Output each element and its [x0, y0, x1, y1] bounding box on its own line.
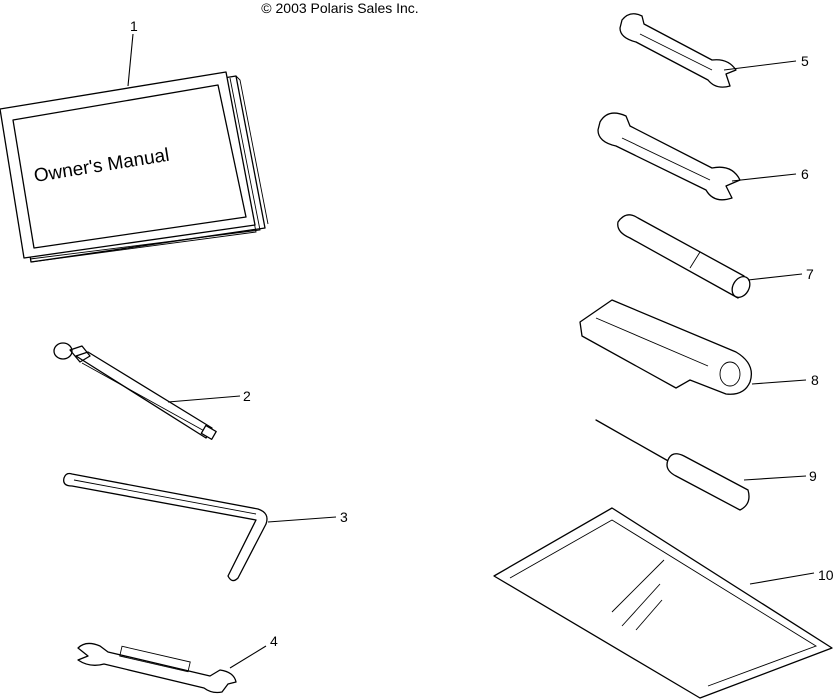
callout-3: 3 — [340, 509, 348, 525]
callout-7: 7 — [806, 266, 814, 282]
callout-10: 10 — [818, 567, 834, 583]
callout-4: 4 — [270, 633, 278, 649]
callout-9: 9 — [809, 468, 817, 484]
socket-tube-illustration — [617, 214, 751, 299]
callout-2: 2 — [243, 388, 251, 404]
tool-bag-illustration — [493, 507, 833, 699]
wrench-5-illustration — [619, 13, 737, 88]
bracket-tool-illustration — [579, 299, 753, 395]
leader-lines — [127, 33, 815, 669]
wrench-6-illustration — [597, 112, 741, 201]
callout-8: 8 — [811, 372, 819, 388]
owners-manual-illustration: Owner's Manual — [0, 71, 269, 263]
screwdriver-illustration — [595, 419, 750, 511]
wrench-4-illustration — [77, 642, 237, 694]
hex-key-illustration — [63, 472, 268, 582]
copyright-text: © 2003 Polaris Sales Inc. — [261, 0, 418, 16]
spark-plug-tool-illustration — [53, 342, 217, 440]
callout-1: 1 — [130, 18, 138, 34]
callout-6: 6 — [801, 166, 809, 182]
callout-5: 5 — [801, 53, 809, 69]
